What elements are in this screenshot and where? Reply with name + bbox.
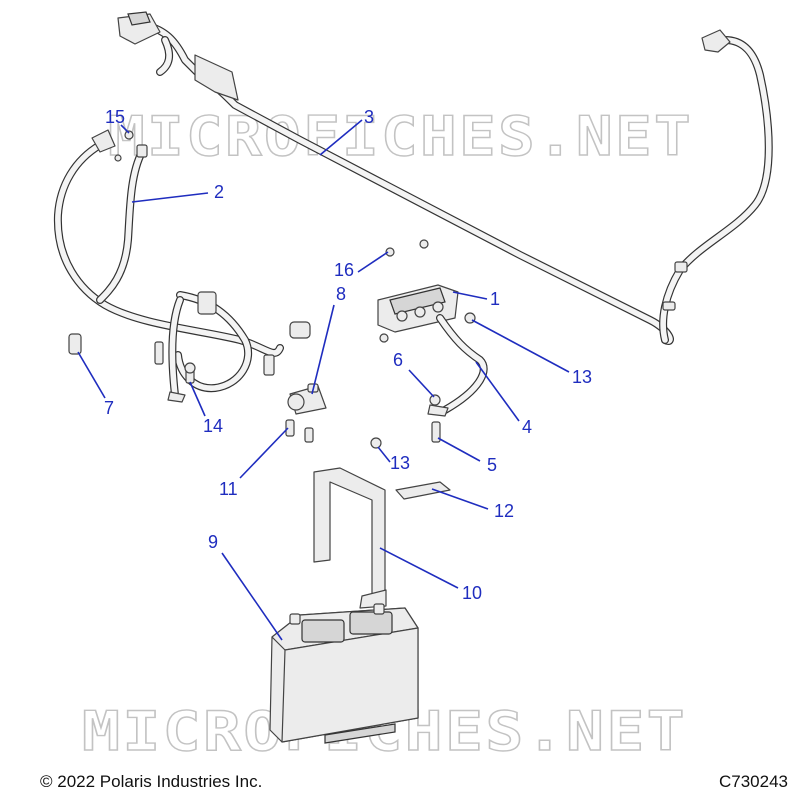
callout-5: 5	[487, 455, 497, 475]
leader-1	[452, 291, 488, 300]
battery-hold-down-strap	[313, 467, 387, 609]
leader-13b	[377, 446, 391, 463]
callout-2: 2	[214, 182, 224, 202]
solenoid	[287, 383, 327, 415]
copyright-notice: © 2022 Polaris Industries Inc.	[40, 772, 263, 791]
callout-6: 6	[393, 350, 403, 370]
callout-13-upper: 13	[572, 367, 592, 387]
leader-14	[189, 381, 206, 417]
fastener-14	[184, 362, 196, 384]
callout-15: 15	[105, 107, 125, 127]
callout-13-lower: 13	[390, 453, 410, 473]
leader-4	[475, 361, 520, 422]
leader-8	[311, 304, 335, 395]
battery	[269, 603, 419, 744]
leader-12	[431, 488, 489, 510]
callout-9: 9	[208, 532, 218, 552]
callout-10: 10	[462, 583, 482, 603]
leader-5	[437, 437, 481, 462]
leader-7	[77, 351, 106, 399]
fastener-16	[379, 239, 429, 343]
leader-16	[357, 251, 389, 273]
callout-7: 7	[104, 398, 114, 418]
leader-2	[131, 192, 209, 203]
callout-12: 12	[494, 501, 514, 521]
short-battery-cable	[427, 314, 488, 417]
fastener-11	[285, 419, 314, 443]
callout-16: 16	[334, 260, 354, 280]
battery-pad	[395, 481, 451, 500]
fastener-15	[114, 130, 134, 162]
fastener-5	[431, 421, 441, 443]
leader-13a	[471, 319, 570, 373]
callout-11: 11	[219, 479, 238, 499]
leader-15	[120, 124, 130, 134]
main-wire-harness	[117, 11, 773, 345]
callout-1: 1	[490, 289, 500, 309]
fastener-13-lower	[370, 437, 382, 449]
leader-6	[408, 369, 435, 398]
watermark-top: MICROFICHES.NET	[108, 105, 693, 168]
battery-cable-assembly	[53, 129, 311, 403]
diagram-id: C730243	[718, 772, 788, 791]
leader-9	[221, 552, 283, 641]
fastener-6	[429, 394, 441, 406]
leader-10	[379, 547, 459, 589]
callout-8: 8	[336, 284, 346, 304]
fastener-7	[68, 333, 82, 355]
callout-14: 14	[203, 416, 223, 436]
leader-11	[239, 427, 289, 479]
callout-3: 3	[364, 107, 374, 127]
callout-4: 4	[522, 417, 532, 437]
leader-3	[319, 119, 363, 156]
